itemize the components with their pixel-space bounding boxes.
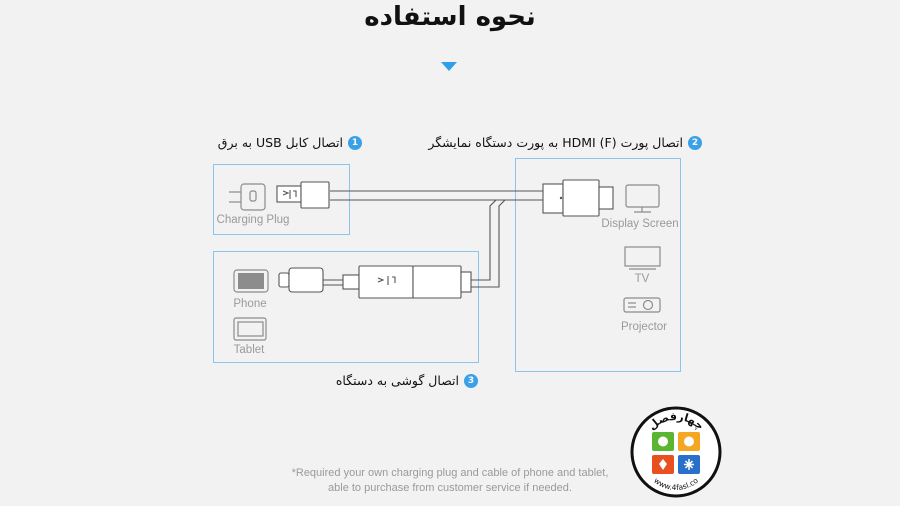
charging-plug-icon bbox=[229, 183, 266, 211]
cable-line-top bbox=[330, 190, 545, 281]
charging-plug-label: Charging Plug bbox=[216, 214, 290, 226]
tablet-icon bbox=[233, 317, 267, 341]
hdmi-connector-icon bbox=[542, 179, 614, 217]
phone-label: Phone bbox=[233, 298, 267, 310]
step-1-text: اتصال کابل USB به برق bbox=[217, 135, 343, 150]
step-3-label: 3 اتصال گوشی به دستگاه bbox=[336, 373, 478, 388]
step-2-label: 2 اتصال پورت HDMI (F) به پورت دستگاه نما… bbox=[428, 135, 702, 150]
display-box bbox=[515, 158, 681, 372]
tablet-label: Tablet bbox=[233, 344, 265, 356]
footnote-line-2: able to purchase from customer service i… bbox=[328, 482, 572, 494]
page-title: نحوه استفاده bbox=[364, 2, 536, 32]
footnote: *Required your own charging plug and cab… bbox=[250, 466, 650, 496]
footnote-line-1: *Required your own charging plug and cab… bbox=[291, 467, 609, 479]
logo-season-tiles bbox=[652, 432, 700, 474]
phone-box bbox=[213, 251, 479, 363]
lightning-adapter-icon bbox=[278, 265, 472, 299]
step-3-text: اتصال گوشی به دستگاه bbox=[335, 373, 459, 388]
usb-plug-icon bbox=[276, 181, 330, 209]
step-3-badge: 3 bbox=[464, 373, 478, 388]
brand-logo: چهارفصل www.4fasl.co bbox=[630, 406, 722, 498]
display-screen-icon bbox=[625, 184, 660, 213]
display-screen-label: Display Screen bbox=[601, 218, 679, 230]
projector-icon bbox=[623, 297, 661, 313]
step-2-badge: 2 bbox=[688, 135, 702, 150]
step-2-text: اتصال پورت HDMI (F) به پورت دستگاه نمایش… bbox=[428, 135, 683, 150]
step-1-badge: 1 bbox=[348, 135, 362, 150]
projector-label: Projector bbox=[620, 321, 668, 333]
tv-label: TV bbox=[634, 273, 650, 285]
tv-icon bbox=[624, 246, 661, 270]
phone-icon bbox=[233, 269, 269, 293]
step-1-label: 1 اتصال کابل USB به برق bbox=[218, 135, 362, 150]
chevron-down-icon bbox=[441, 62, 457, 71]
